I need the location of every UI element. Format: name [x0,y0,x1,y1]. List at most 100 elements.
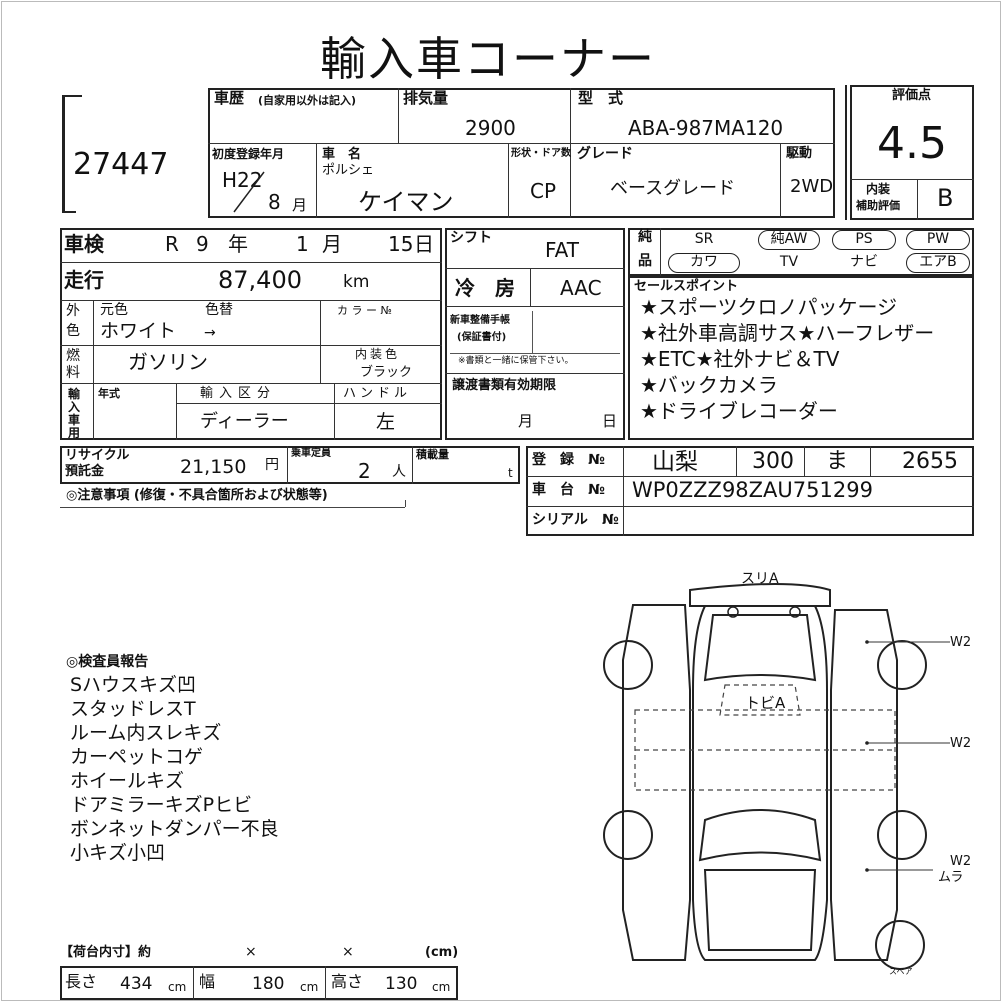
wheel-rear-left [603,640,653,690]
equipment-ps: PS [832,230,896,250]
registration-number: 2655 [902,449,958,474]
capacity-unit: 人 [392,464,406,480]
model-code-label: 型 式 [578,89,624,107]
cargo-width-unit: cm [300,980,319,994]
handle-value: 左 [376,411,396,433]
sales-point-3: ★ETC★社外ナビ＆TV [640,347,840,371]
wheel-front-right [877,810,927,860]
wheel-front-left [603,810,653,860]
diagram-mark-3b: ムラ [938,870,964,885]
recycle-unit: 円 [265,457,279,473]
cargo-length: 434 [120,974,153,994]
inspection-year-unit: 年 [228,232,248,256]
drive-value: 2WD [790,176,834,197]
import-year-label: 年式 [98,387,120,400]
header-box [208,88,835,218]
cargo-height: 130 [385,974,418,994]
score-label: 評価点 [892,88,932,103]
grade-label: グレード [577,146,633,162]
registration-pref: 山梨 [652,449,698,475]
recycle-value: 21,150 [180,456,247,478]
import-label-2: 入 [68,400,81,414]
mileage-label: 走行 [64,268,104,292]
first-reg-month: 8 [268,190,281,214]
registration-label: 登 録 № [532,452,605,468]
body-type-label: 形状・ドア数 [511,148,571,159]
displacement-value: 2900 [465,116,516,140]
cargo-width: 180 [252,974,285,994]
interior-score-sub: 補助評価 [856,199,900,212]
inspector-item-3: ルーム内スレキズ [70,722,222,744]
cargo-x1: × [245,944,257,960]
maintenance-sub: (保証書付) [457,332,507,343]
inspector-item-2: スタッドレスT [70,698,196,720]
notes-label: ◎注意事項 (修復・不具合箇所および状態等) [66,488,328,503]
left-side-panel [622,604,691,961]
registration-kana: ま [826,449,849,474]
mileage-unit: km [343,272,370,292]
chassis-value: WP0ZZZ98ZAU751299 [632,478,873,502]
car-maker: ポルシェ [322,163,375,178]
import-category-label: 輸入区分 [200,386,277,401]
model-code-value: ABA-987MA120 [628,116,784,140]
cargo-unit-label: (cm) [425,945,459,960]
diagram-mark-3a: W2 [950,854,972,869]
transfer-month-unit: 月 [518,412,534,430]
import-label-1: 輸 [68,387,81,401]
rear-window [703,614,817,682]
body-outline [692,605,828,961]
inspector-item-7: ボンネットダンパー不良 [70,818,279,840]
mileage-value: 87,400 [218,266,302,294]
hood [703,869,817,951]
equipment-pw: PW [906,230,970,250]
interior-color-label: 内装色 [355,347,401,361]
cargo-x2: × [342,944,354,960]
fuel-value: ガソリン [128,350,208,374]
fuel-label-bottom: 料 [66,365,80,381]
equipment-label-top: 純 [638,229,652,245]
chassis-label: 車 台 № [532,482,605,498]
interior-score-value: B [937,184,954,212]
equipment-navi: ナビ [850,254,878,270]
fuel-label-top: 燃 [66,348,80,364]
original-color-label: 元色 [100,302,128,318]
transfer-label: 譲渡書類有効期限 [452,378,557,393]
lot-bracket-top [62,95,82,97]
car-model: ケイマン [358,188,454,216]
inspection-day-unit: 日 [414,232,434,256]
history-note: (自家用以外は記入) [258,94,357,107]
rear-bumper [689,583,831,607]
capacity-value: 2 [358,459,371,483]
maintenance-label: 新車整備手帳 [450,315,510,326]
inspector-item-6: ドアミラーキズPヒビ [70,794,253,816]
cargo-length-label: 長さ [65,972,98,991]
capacity-label: 乗車定員 [291,448,331,459]
shift-value: FAT [545,238,580,262]
vehicle-details-box [60,228,442,440]
handle-label: ハンドル [343,386,412,401]
lot-bracket-left [62,95,68,213]
transfer-day-unit: 日 [602,412,618,430]
inspection-day: 15 [388,232,414,256]
car-name-label: 車 名 [322,147,362,162]
grade-value: ベースグレード [610,178,736,199]
inspection-label: 車検 [64,232,104,256]
page-title: 輸入車コーナー [320,32,656,86]
diagram-spare-label: スペア [889,967,913,976]
sales-point-5: ★ドライブレコーダー [640,399,838,423]
inspection-month: 1 [296,232,309,256]
serial-label: シリアル № [532,512,619,528]
interior-color-value: ブラック [360,365,413,380]
sales-point-1: ★スポーツクロノパッケージ [640,295,898,319]
inspector-item-5: ホイールキズ [70,770,185,792]
color-code-label: カ ラ ー № [337,304,392,317]
equipment-tv: TV [779,254,799,270]
interior-score-label: 内装 [866,182,891,196]
cargo-width-label: 幅 [199,972,216,991]
inspector-item-1: Sハウスキズ凹 [70,674,197,696]
repaint-color-label: 色替 [205,302,233,318]
cargo-label: 【荷台内寸】約 [60,945,152,960]
load-label: 積載量 [416,448,449,461]
diagram-roof-mark: トビA [745,694,786,712]
